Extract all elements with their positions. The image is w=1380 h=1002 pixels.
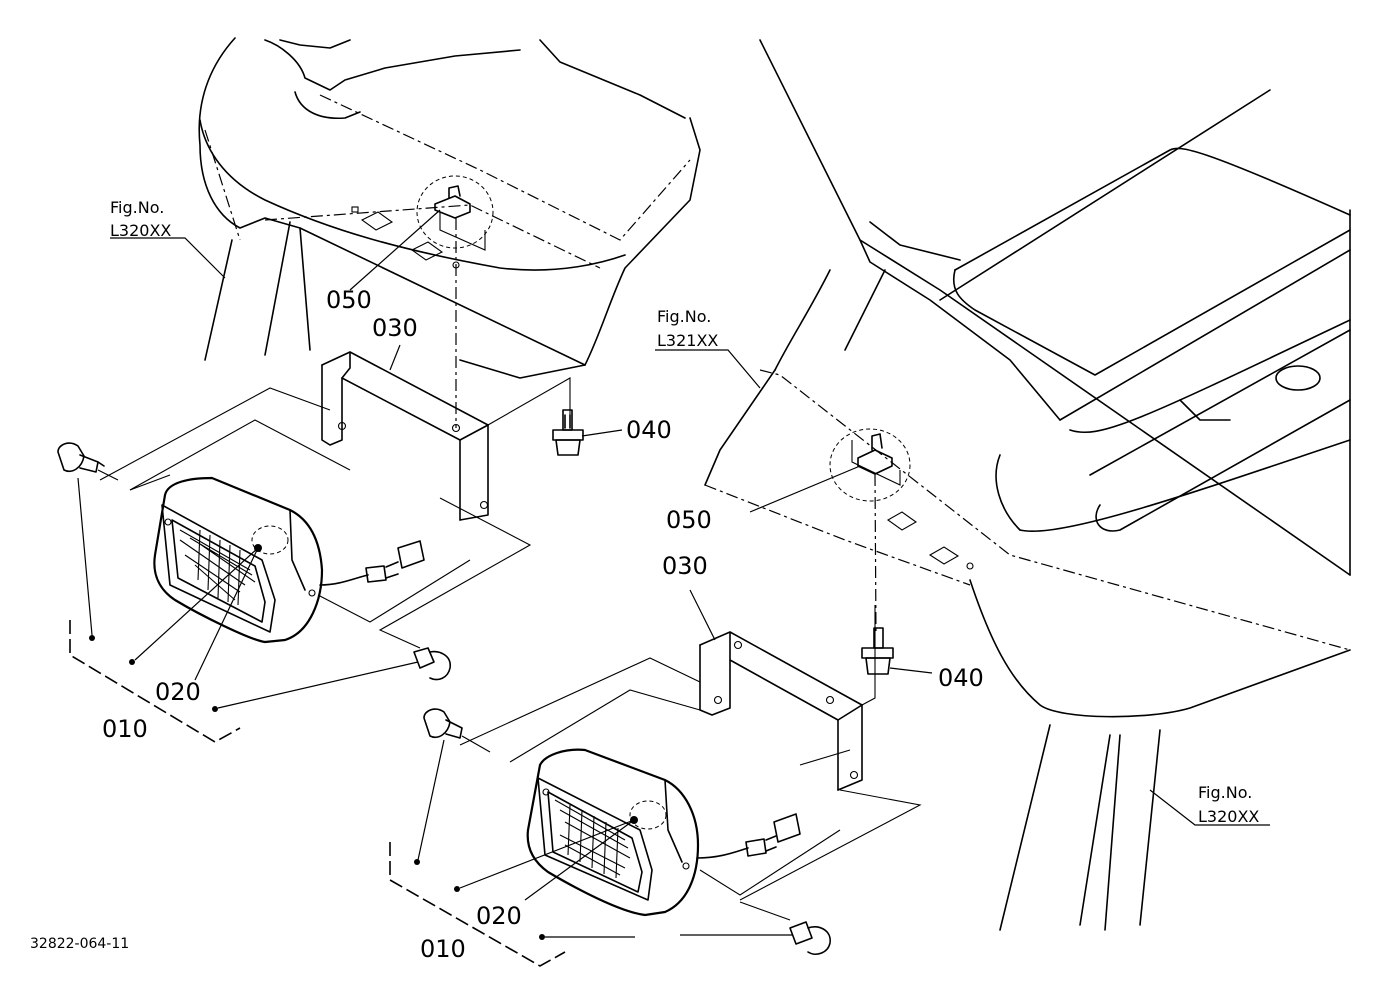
left-cabin-roof	[198, 37, 701, 379]
right-assembly-outline	[459, 605, 922, 921]
left-assembly-outline	[99, 377, 571, 649]
left-assembly-010-bracket	[69, 620, 241, 743]
part-label-050-left: 050	[326, 286, 372, 314]
fig-ref-top-left: L320XX	[110, 221, 171, 240]
part-label-020-left: 020	[155, 678, 201, 706]
part-label-010-left: 010	[102, 715, 148, 743]
right-cabin-roof	[704, 39, 1351, 931]
left-bolt-upper	[57, 442, 119, 641]
part-label-030-left: 030	[372, 314, 418, 342]
left-bolt-040	[552, 409, 623, 456]
fig-no-label-middle: Fig.No.	[657, 307, 711, 326]
right-bracket-030	[689, 589, 863, 791]
part-label-020-right: 020	[476, 902, 522, 930]
right-assembly-010-bracket	[389, 842, 566, 967]
part-label-050-right: 050	[666, 506, 712, 534]
left-bracket-030	[321, 344, 489, 521]
right-bolt-040	[861, 627, 933, 675]
fig-no-label-top-left: Fig.No.	[110, 198, 164, 217]
fig-ref-bottom-right: L320XX	[1198, 807, 1259, 826]
part-label-040-left: 040	[626, 416, 672, 444]
part-label-010-right: 010	[420, 935, 466, 963]
fig-ref-top-left-leader	[110, 237, 226, 279]
right-nut-050	[749, 428, 911, 636]
left-nut-050	[349, 175, 494, 428]
drawing-code: 32822-064-11	[30, 936, 129, 952]
left-bolt-lower	[212, 647, 451, 712]
fig-ref-middle: L321XX	[657, 331, 718, 350]
fig-ref-middle-leader	[655, 349, 761, 389]
part-label-030-right: 030	[662, 552, 708, 580]
fig-no-label-bottom-right: Fig.No.	[1198, 783, 1252, 802]
right-bolt-lower	[539, 921, 831, 955]
fig-ref-bottom-right-leader	[1149, 789, 1270, 826]
part-label-040-right: 040	[938, 664, 984, 692]
left-work-light-020	[129, 476, 425, 681]
right-work-light-020	[454, 748, 801, 917]
right-bolt-upper	[414, 708, 491, 865]
